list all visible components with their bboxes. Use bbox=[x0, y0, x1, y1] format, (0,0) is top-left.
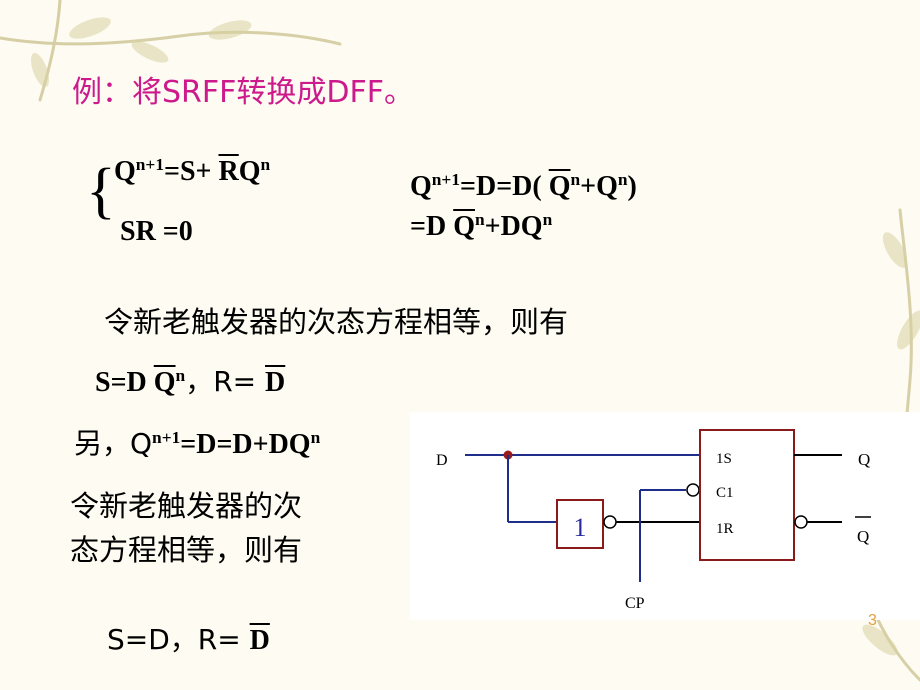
label-q: Q bbox=[858, 450, 870, 469]
paragraph-equal-equations: 令新老触发器的次态方程相等，则有 bbox=[104, 305, 569, 339]
another-equation: 另，Qn+1=D=D+DQn bbox=[74, 427, 321, 460]
right-equation-line2: =D Qn+DQn bbox=[410, 210, 553, 242]
left-equation-line2: SR =0 bbox=[120, 216, 193, 247]
result-line1: S=D Qn，R= D bbox=[95, 365, 286, 398]
label-qbar: Q bbox=[857, 527, 869, 546]
inverter-label: 1 bbox=[574, 513, 587, 542]
qbar-bubble bbox=[794, 515, 808, 529]
pin-1r: 1R bbox=[716, 521, 734, 537]
inverter-bubble bbox=[603, 515, 617, 529]
paragraph2-line1: 令新老触发器的次 bbox=[70, 489, 303, 523]
inverter-gate bbox=[556, 499, 604, 549]
right-equation-line1: Qn+1=D=D( Qn+Qn) bbox=[410, 170, 637, 202]
paragraph2-line2: 态方程相等，则有 bbox=[70, 533, 303, 567]
left-equation-line1: Qn+1=S+ RQn bbox=[114, 155, 271, 187]
clock-bubble bbox=[686, 483, 700, 497]
flip-flop-box bbox=[699, 429, 795, 561]
page-number: 3 bbox=[868, 612, 877, 629]
label-d: D bbox=[436, 452, 448, 469]
pin-c1: C1 bbox=[716, 485, 734, 501]
result-line2: S=D，R= D bbox=[107, 623, 270, 656]
circuit-svg: 1 1S C1 1R D CP Q Q bbox=[436, 429, 871, 612]
pin-1s: 1S bbox=[716, 451, 732, 467]
equation-brace: { bbox=[86, 157, 116, 225]
label-cp: CP bbox=[625, 595, 645, 612]
circuit-diagram: 1 1S C1 1R D CP Q Q bbox=[410, 412, 920, 620]
slide-title: 例：将SRFF转换成DFF。 bbox=[72, 75, 415, 110]
